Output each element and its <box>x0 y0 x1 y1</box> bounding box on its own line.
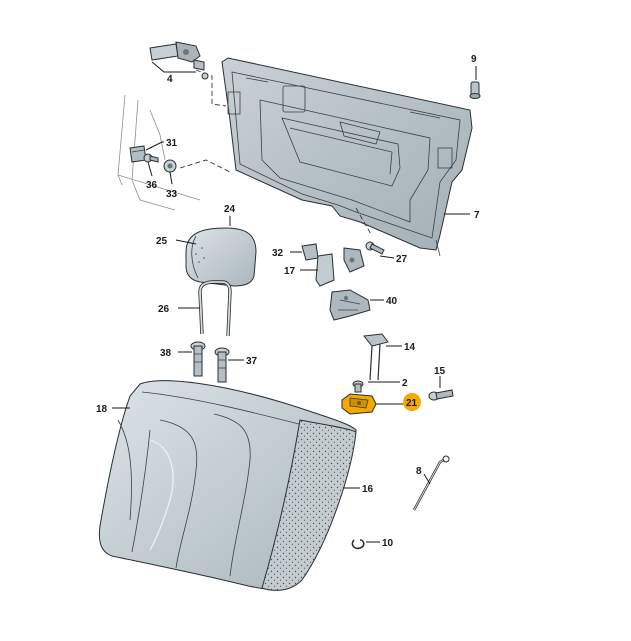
callout-37: 37 <box>246 356 258 367</box>
callout-18: 18 <box>96 404 108 415</box>
lock-bolt-part-4 <box>149 41 209 80</box>
release-lever-part-14 <box>363 333 389 381</box>
callout-8: 8 <box>416 466 422 477</box>
rod-part-8 <box>412 455 450 511</box>
backrest-panel-part-7 <box>221 57 473 257</box>
callout-14: 14 <box>404 342 416 353</box>
plug-part-9 <box>469 81 481 99</box>
callout-10: 10 <box>382 538 394 549</box>
callout-4: 4 <box>167 74 173 85</box>
lock-housing-part-21 <box>341 393 377 415</box>
callout-32: 32 <box>272 248 284 259</box>
callout-26: 26 <box>158 304 170 315</box>
callout-2: 2 <box>402 378 408 389</box>
callout-40: 40 <box>386 296 398 307</box>
clip-part-32 <box>301 243 319 261</box>
callout-38: 38 <box>160 348 172 359</box>
callout-36: 36 <box>146 180 158 191</box>
bolt-part-27 <box>365 241 385 255</box>
callout-27: 27 <box>396 254 408 265</box>
callout-33: 33 <box>166 189 178 200</box>
callout-17: 17 <box>284 266 296 277</box>
clip-part-10 <box>351 539 365 550</box>
washer-part-33 <box>163 159 177 173</box>
hinge-part-40 <box>329 289 371 321</box>
screw-part-36 <box>143 153 159 163</box>
callout-24: 24 <box>224 204 236 215</box>
callout-16: 16 <box>362 484 374 495</box>
guide-sleeve-part-37 <box>214 347 230 383</box>
screw-part-15 <box>428 389 454 401</box>
guide-sleeve-part-38 <box>190 341 206 377</box>
callout-21: 21 <box>406 398 418 409</box>
callout-9: 9 <box>471 54 477 65</box>
head-restraint-part-24 <box>185 227 257 287</box>
callout-31: 31 <box>166 138 178 149</box>
button-part-2 <box>352 380 364 393</box>
backrest-foam-part-16 <box>261 419 357 591</box>
vehicle-body-outline <box>117 94 201 211</box>
bracket-part-17 <box>315 247 365 287</box>
callout-15: 15 <box>434 366 446 377</box>
bracket-part-31 <box>129 145 147 163</box>
highlight-circle-21 <box>403 393 421 411</box>
callout-7: 7 <box>474 210 480 221</box>
callout-25: 25 <box>156 236 168 247</box>
headrest-frame-part-26 <box>198 280 232 337</box>
